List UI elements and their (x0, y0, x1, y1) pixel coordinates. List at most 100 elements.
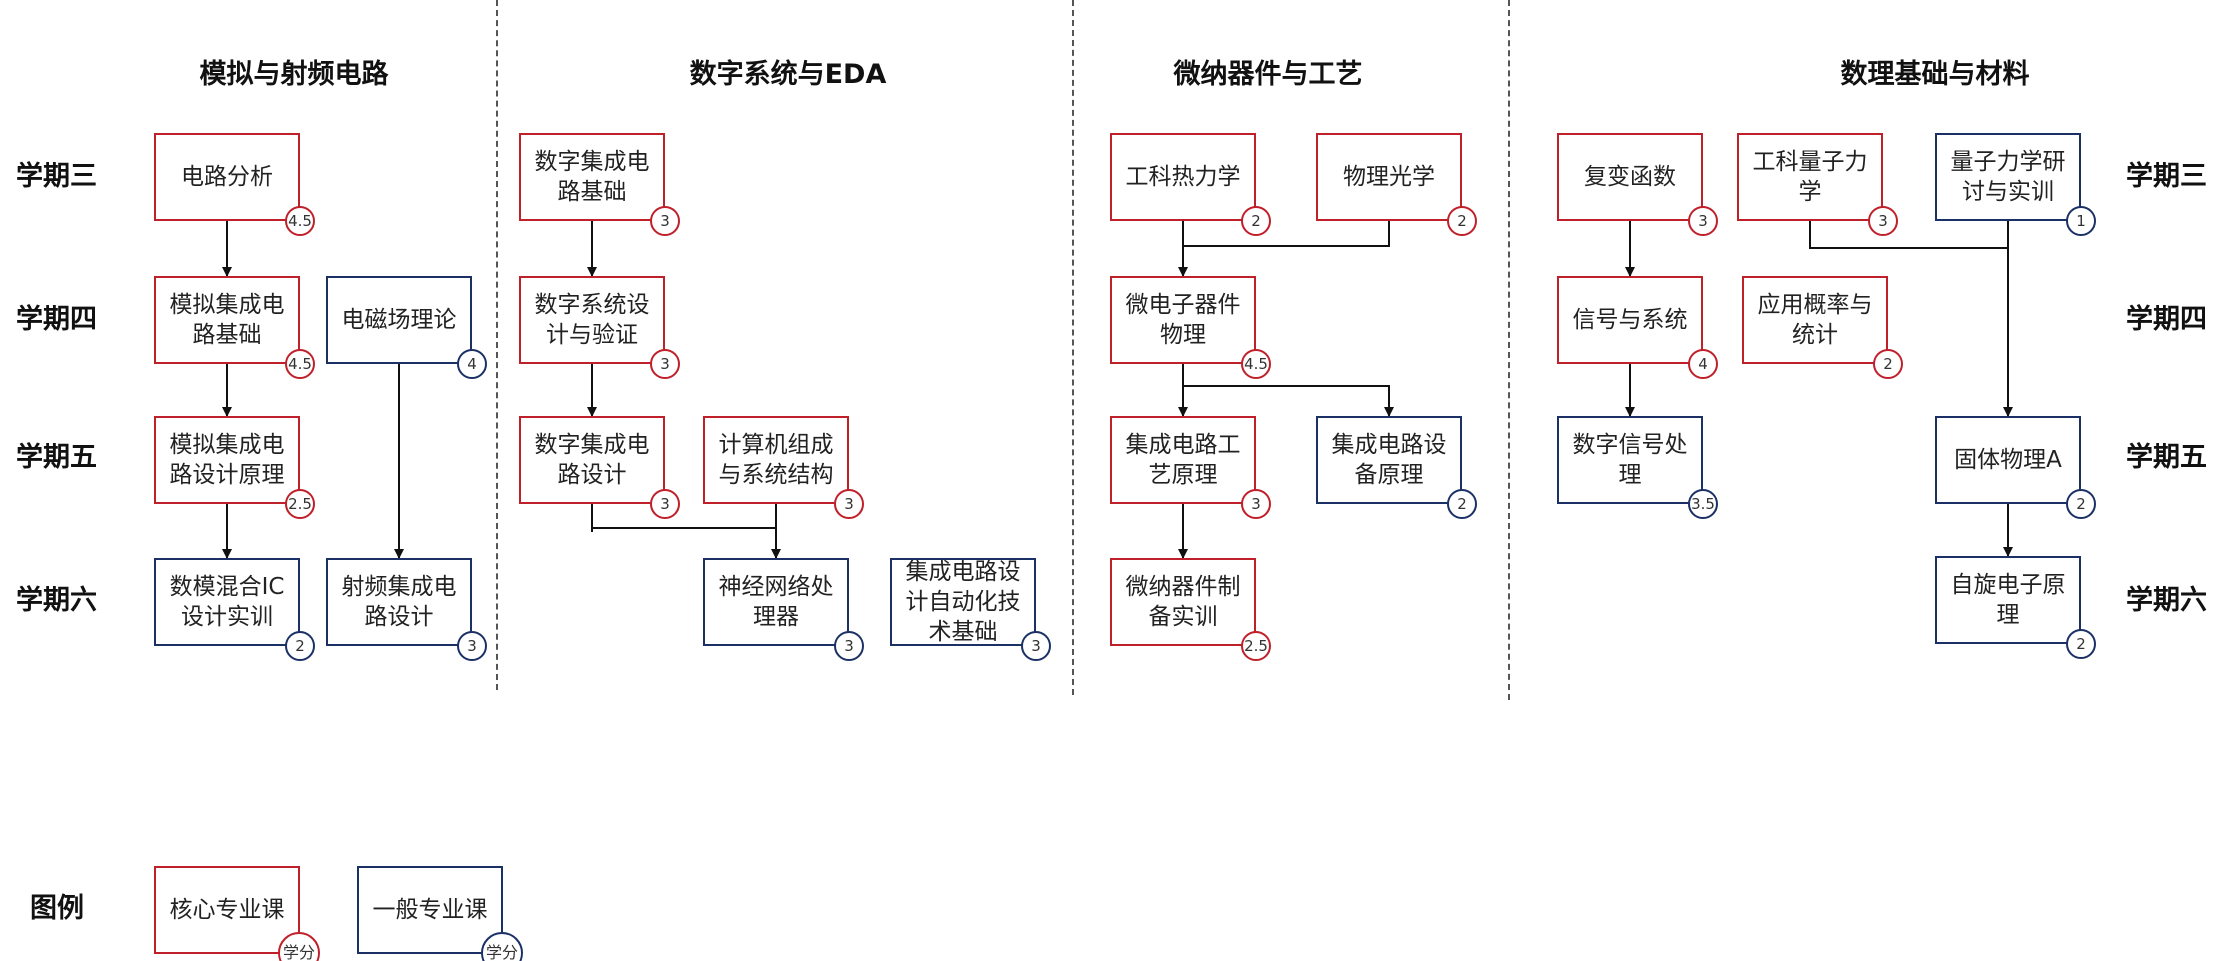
course-name: 工科热力学 (1125, 164, 1241, 190)
credit-badge: 3 (650, 349, 680, 379)
divider-1 (496, 0, 498, 690)
legend-general-course: 一般专业课 学分 (357, 866, 523, 961)
semester-label-4-right: 学期四 (2126, 304, 2207, 335)
course-ic-equipment-principles: 集成电路设备原理 2 (1316, 416, 1477, 519)
credit-badge: 3 (650, 206, 680, 236)
course-computer-organization: 计算机组成与系统结构 3 (703, 416, 864, 519)
credit-badge: 3 (1688, 206, 1718, 236)
connector-optics-to-thermo (1183, 221, 1390, 247)
credit-badge: 3 (457, 631, 487, 661)
credit-badge: 3 (834, 489, 864, 519)
course-name: 固体物理A (1954, 447, 2062, 473)
course-microelectronic-device-physics: 微电子器件物理 4.5 (1110, 276, 1271, 379)
course-engineering-quantum-mechanics: 工科量子力学 3 (1737, 133, 1898, 236)
credit-badge: 3 (1241, 489, 1271, 519)
credit-badge: 2 (1447, 206, 1477, 236)
column-title-digital-eda: 数字系统与EDA (689, 59, 887, 90)
course-name: 自旋电子原理 (1950, 572, 2066, 628)
credit-badge: 3 (650, 489, 680, 519)
column-title-math-phys: 数理基础与材料 (1840, 59, 2030, 90)
divider-2 (1072, 0, 1074, 695)
course-name: 复变函数 (1584, 164, 1676, 190)
course-micro-nano-fabrication-practice: 微纳器件制备实训 2.5 (1110, 558, 1271, 661)
semester-label-5-left: 学期五 (16, 442, 97, 473)
course-name: 计算机组成与系统结构 (718, 432, 834, 488)
course-em-field-theory: 电磁场理论 4 (326, 276, 487, 379)
course-name: 模拟集成电路基础 (169, 292, 285, 348)
course-name: 集成电路设备原理 (1331, 432, 1447, 488)
course-analog-ic-design-principles: 模拟集成电路设计原理 2.5 (154, 416, 315, 519)
credit-badge: 2 (2066, 489, 2096, 519)
course-digital-ic-design: 数字集成电路设计 3 (519, 416, 680, 519)
course-rf-ic-design: 射频集成电路设计 3 (326, 558, 487, 661)
course-engineering-thermodynamics: 工科热力学 2 (1110, 133, 1271, 236)
column-title-micro-nano: 微纳器件与工艺 (1173, 59, 1363, 90)
credit-badge: 3.5 (1688, 489, 1718, 519)
connector-quantum-to-solid-state (1809, 221, 2008, 249)
legend-general-label: 一般专业课 (372, 897, 488, 923)
credit-badge: 2 (285, 631, 315, 661)
course-digital-system-design-verification: 数字系统设计与验证 3 (519, 276, 680, 379)
course-name: 数模混合IC设计实训 (169, 574, 285, 630)
semester-label-3-left: 学期三 (16, 161, 97, 192)
credit-badge: 2 (1241, 206, 1271, 236)
course-quantum-mechanics-seminar: 量子力学研讨与实训 1 (1935, 133, 2096, 236)
course-name: 数字信号处理 (1572, 432, 1688, 488)
credit-badge: 2 (1447, 489, 1477, 519)
course-name: 工科量子力学 (1752, 149, 1868, 205)
course-name: 模拟集成电路设计原理 (169, 432, 285, 488)
course-name: 微电子器件物理 (1125, 292, 1241, 348)
course-applied-probability-statistics: 应用概率与统计 2 (1742, 276, 1903, 379)
credit-badge: 1 (2066, 206, 2096, 236)
course-ic-process-principles: 集成电路工艺原理 3 (1110, 416, 1271, 519)
course-mixed-signal-ic-practice: 数模混合IC设计实训 2 (154, 558, 315, 661)
divider-3 (1508, 0, 1510, 700)
course-name: 物理光学 (1343, 164, 1435, 190)
credit-badge: 3 (1021, 631, 1051, 661)
course-digital-signal-processing: 数字信号处理 3.5 (1557, 416, 1718, 519)
semester-label-6-right: 学期六 (2126, 585, 2207, 616)
course-name: 电磁场理论 (341, 307, 457, 333)
course-physical-optics: 物理光学 2 (1316, 133, 1477, 236)
course-complex-functions: 复变函数 3 (1557, 133, 1718, 236)
course-name: 集成电路设计自动化技术基础 (905, 559, 1021, 645)
credit-badge: 4 (1688, 349, 1718, 379)
course-circuit-analysis: 电路分析 4.5 (154, 133, 315, 236)
course-name: 射频集成电路设计 (341, 574, 457, 630)
course-analog-ic-basics: 模拟集成电路基础 4.5 (154, 276, 315, 379)
course-signals-and-systems: 信号与系统 4 (1557, 276, 1718, 379)
course-name: 神经网络处理器 (718, 574, 834, 630)
course-digital-ic-basics: 数字集成电路基础 3 (519, 133, 680, 236)
course-eda-basics: 集成电路设计自动化技术基础 3 (890, 558, 1051, 661)
course-name: 数字集成电路基础 (534, 149, 650, 205)
course-name: 应用概率与统计 (1757, 292, 1873, 348)
legend-core-label: 核心专业课 (169, 897, 285, 923)
legend-core-course: 核心专业课 学分 (154, 866, 320, 961)
course-solid-state-physics-a: 固体物理A 2 (1935, 416, 2096, 519)
credit-badge: 2.5 (285, 489, 315, 519)
legend-credit-badge: 学分 (278, 932, 320, 961)
course-name: 集成电路工艺原理 (1125, 432, 1241, 488)
credit-badge: 4.5 (285, 206, 315, 236)
credit-badge: 2 (1873, 349, 1903, 379)
course-name: 数字系统设计与验证 (534, 292, 650, 348)
column-title-analog-rf: 模拟与射频电路 (199, 59, 389, 90)
course-spintronics-principles: 自旋电子原理 2 (1935, 556, 2096, 659)
credit-badge: 4.5 (1241, 349, 1271, 379)
credit-badge: 4 (457, 349, 487, 379)
credit-badge: 2.5 (1241, 631, 1271, 661)
course-name: 电路分析 (181, 164, 273, 190)
semester-label-4-left: 学期四 (16, 304, 97, 335)
semester-label-6-left: 学期六 (16, 585, 97, 616)
course-neural-network-processor: 神经网络处理器 3 (703, 558, 864, 661)
course-name: 微纳器件制备实训 (1125, 574, 1241, 630)
arrow-device-physics-to-equipment (1183, 385, 1394, 417)
course-name: 信号与系统 (1572, 307, 1688, 333)
legend-credit-badge: 学分 (481, 932, 523, 961)
credit-badge: 2 (2066, 629, 2096, 659)
course-name: 数字集成电路设计 (534, 432, 650, 488)
legend-title: 图例 (30, 893, 84, 924)
credit-badge: 4.5 (285, 349, 315, 379)
